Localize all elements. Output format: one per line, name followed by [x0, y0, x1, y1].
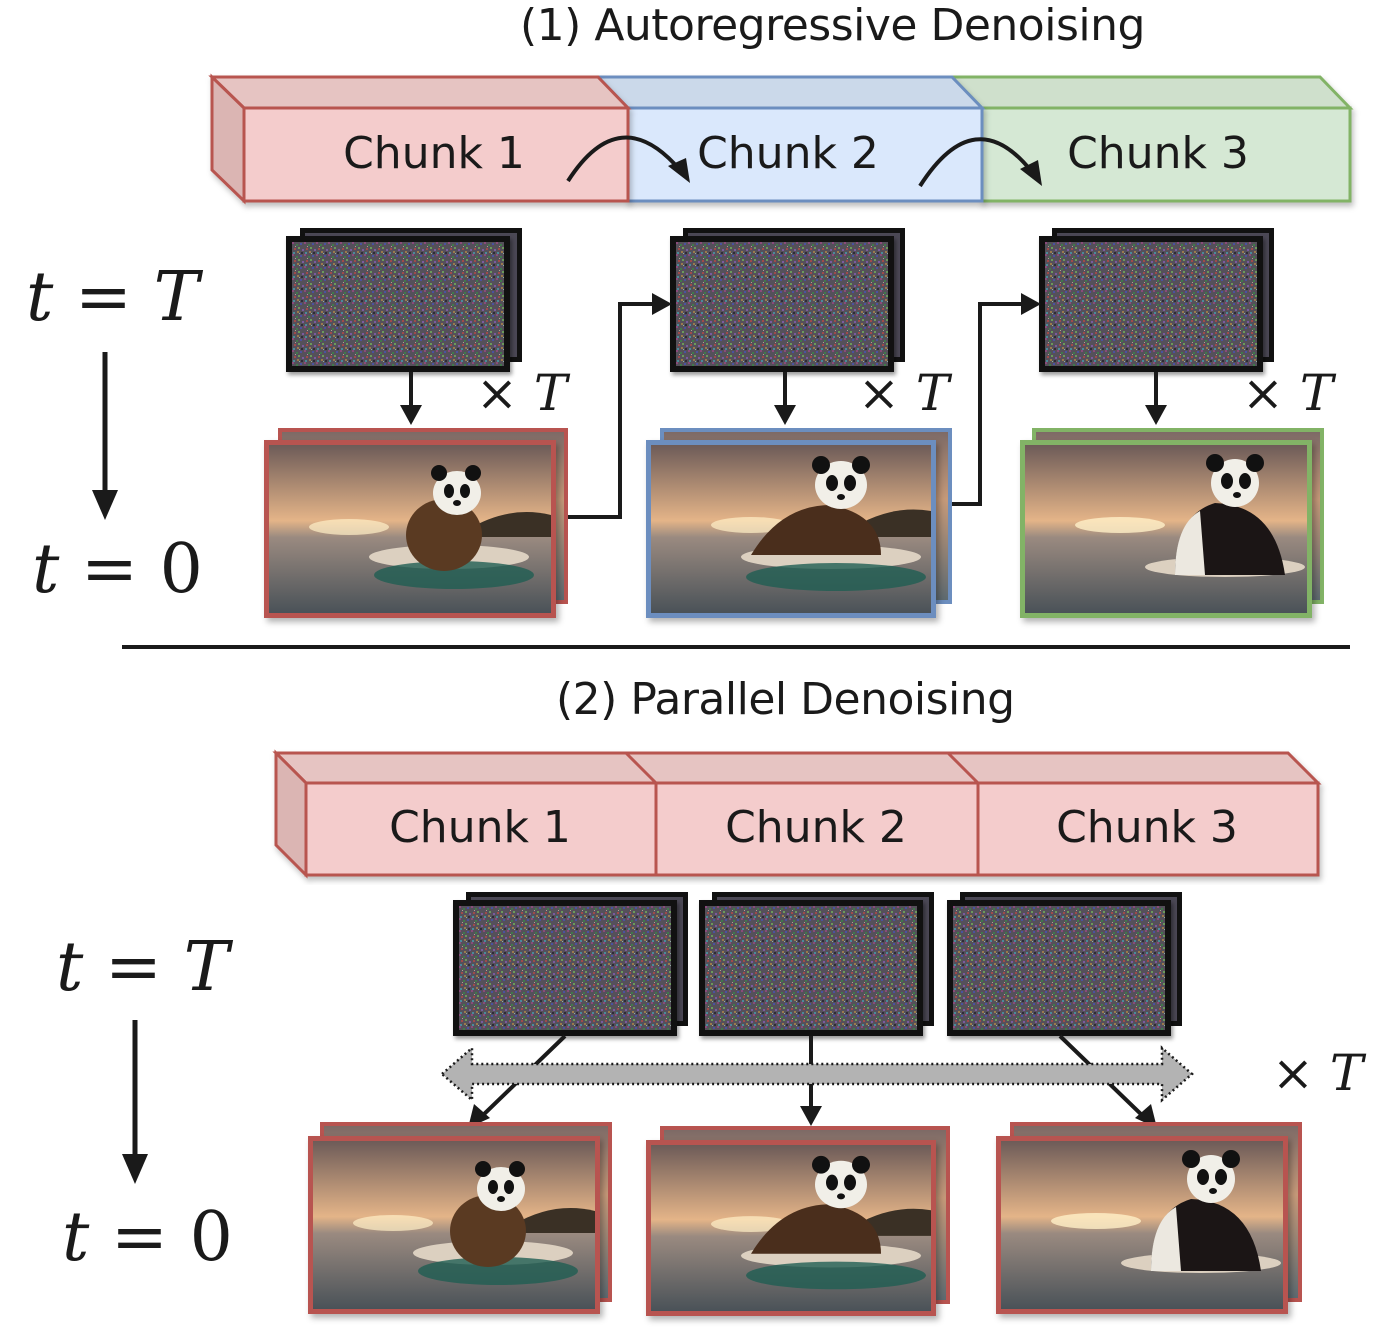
- parallel-chunk-1-label: Chunk 1: [389, 802, 571, 853]
- down-arrowhead-1: [400, 405, 422, 425]
- down-arrowhead-3: [1145, 405, 1167, 425]
- output-frame-2: [646, 440, 936, 618]
- time-down-arrow: [92, 352, 118, 520]
- section-divider: [122, 645, 1350, 649]
- down-arrowhead-2: [774, 405, 796, 425]
- curved-arrow-2-to-3: [918, 137, 1034, 188]
- parallel-chunk-3-label: Chunk 3: [1056, 802, 1238, 853]
- parallel-noise-2: [699, 900, 923, 1036]
- parallel-time-end-label: t = 0: [62, 1198, 233, 1277]
- elbow-arrow-1-to-2: [567, 302, 655, 519]
- panda-surfing-image: [651, 445, 931, 613]
- noise-latent-2: [670, 236, 894, 372]
- section-2-title: (2) Parallel Denoising: [556, 674, 1015, 725]
- repeat-label-3: × T: [1242, 364, 1334, 422]
- output-frame-3: [1020, 440, 1312, 618]
- curved-arrow-1-to-2: [566, 135, 682, 183]
- autoregressive-chunk-bar: [208, 73, 1354, 205]
- time-start-label: t = T: [26, 258, 199, 337]
- parallel-chunk-bar: [272, 749, 1322, 879]
- parallel-chunk-1-block: [304, 781, 658, 877]
- section-1-title: (1) Autoregressive Denoising: [520, 0, 1145, 51]
- parallel-output-2: [646, 1140, 936, 1316]
- panda-surfing-image: [1025, 445, 1307, 613]
- output-frame-1: [264, 440, 556, 618]
- parallel-noise-3: [947, 900, 1171, 1036]
- panda-surfing-image: [651, 1145, 931, 1311]
- parallel-repeat-label: × T: [1272, 1044, 1364, 1102]
- elbow-arrow-2-to-3: [950, 302, 1024, 506]
- chunk-3-block: [948, 75, 1354, 203]
- chunk-1-block: [208, 73, 632, 205]
- autoregressive-arrows: [400, 293, 1167, 519]
- chunk-2-label: Chunk 2: [697, 128, 879, 179]
- panda-surfing-image: [313, 1141, 595, 1309]
- parallel-chunk-3-block: [976, 781, 1320, 877]
- parallel-time-start-label: t = T: [56, 928, 229, 1007]
- time-end-label: t = 0: [32, 530, 203, 609]
- parallel-noise-1: [453, 900, 677, 1036]
- noise-pattern: [292, 242, 504, 366]
- repeat-label-1: × T: [476, 364, 568, 422]
- parallel-chunk-2-label: Chunk 2: [725, 802, 907, 853]
- parallel-output-3: [996, 1136, 1288, 1314]
- arrowhead: [1020, 160, 1042, 186]
- chunk-3-label: Chunk 3: [1067, 128, 1249, 179]
- repeat-label-2: × T: [858, 364, 950, 422]
- shared-attention-double-arrow: [440, 1045, 1194, 1103]
- noise-latent-1: [286, 236, 510, 372]
- parallel-chunk-2-block: [654, 781, 980, 877]
- panda-surfing-image: [1001, 1141, 1283, 1309]
- arrowhead: [668, 158, 690, 183]
- parallel-time-down-arrow: [122, 1020, 148, 1184]
- parallel-output-1: [308, 1136, 600, 1314]
- chunk-1-label: Chunk 1: [343, 128, 525, 179]
- noise-latent-3: [1039, 236, 1263, 372]
- panda-surfing-image: [269, 445, 551, 613]
